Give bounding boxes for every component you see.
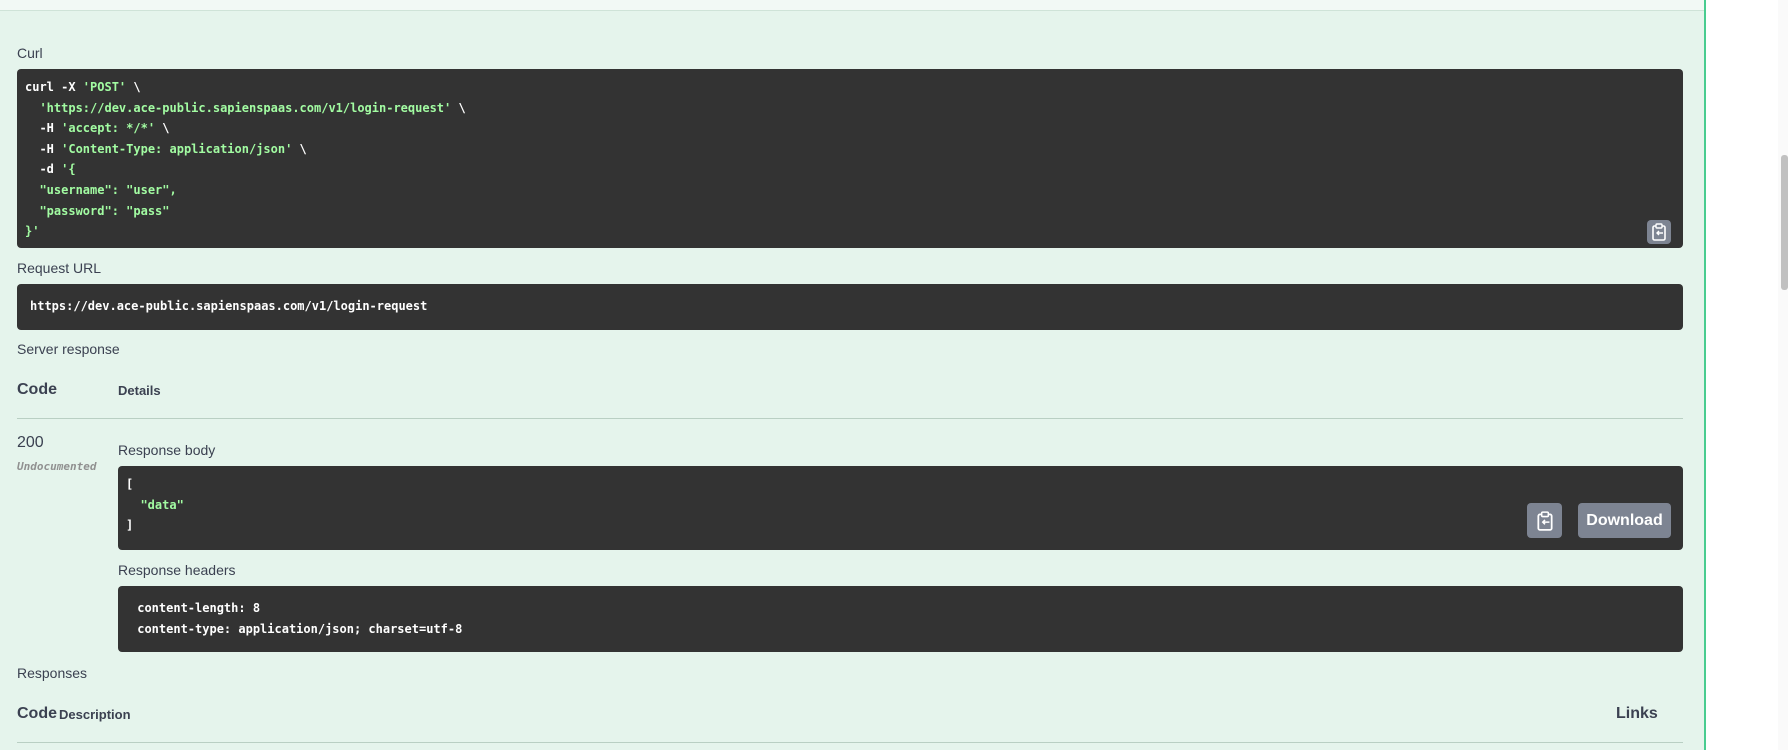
code-string-token: }' — [25, 224, 40, 239]
responses-links-header: Links — [1616, 705, 1658, 722]
code-token: -H — [25, 141, 62, 156]
server-response-label: Server response — [17, 341, 120, 357]
code-token: \ — [155, 121, 170, 136]
server-response-header-rule — [17, 418, 1683, 419]
response-headers-label: Response headers — [118, 562, 236, 578]
code-string-token: 'https://dev.ace-public.sapienspaas.com/… — [39, 100, 452, 115]
server-response-code-header: Code — [17, 381, 57, 398]
code-token: \ — [292, 141, 307, 156]
curl-copy-button[interactable] — [1647, 220, 1671, 244]
request-url-value[interactable]: https://dev.ace-public.sapienspaas.com/v… — [17, 284, 1683, 330]
code-token: -H — [25, 121, 62, 136]
code-line: -d '{ — [25, 159, 1675, 180]
responses-code-header: Code — [17, 705, 57, 722]
code-line: content-length: 8 — [130, 598, 1671, 619]
code-token: \ — [126, 80, 141, 94]
responses-description-header: Description — [59, 707, 131, 722]
code-token: content-type: application/json; charset=… — [130, 621, 463, 636]
code-token: [ — [126, 477, 134, 491]
code-token — [126, 498, 140, 512]
code-token: \ — [451, 100, 466, 115]
responses-header-rule — [17, 742, 1683, 743]
code-token: ] — [126, 518, 134, 533]
curl-code-block[interactable]: curl -X 'POST' \ 'https://dev.ace-public… — [17, 69, 1683, 248]
code-string-token: "password": "pass" — [25, 203, 170, 218]
code-line: ] — [126, 515, 1675, 536]
code-line: "data" — [126, 495, 1675, 516]
clipboard-copy-icon — [1536, 510, 1553, 531]
code-string-token: 'accept: */*' — [61, 121, 156, 136]
code-line: curl -X 'POST' \ — [25, 77, 1675, 98]
code-line: -H 'accept: */*' \ — [25, 118, 1675, 139]
code-string-token: 'POST' — [82, 80, 127, 94]
code-line: content-type: application/json; charset=… — [130, 619, 1671, 640]
response-status-note: Undocumented — [17, 460, 97, 473]
response-body-copy-button[interactable] — [1527, 503, 1562, 538]
curl-label: Curl — [17, 45, 43, 61]
response-headers-code-block[interactable]: content-length: 8 content-type: applicat… — [118, 586, 1683, 652]
page-scrollbar-track[interactable] — [1778, 0, 1788, 750]
code-line: }' — [25, 221, 1675, 242]
code-line: "username": "user", — [25, 180, 1675, 201]
code-string-token: 'Content-Type: application/json' — [61, 141, 293, 156]
responses-label: Responses — [17, 665, 88, 681]
response-status-code: 200 — [17, 434, 44, 451]
code-token: curl -X — [25, 80, 83, 94]
server-response-details-header: Details — [118, 383, 161, 398]
top-divider — [0, 0, 1704, 11]
code-token: -d — [25, 162, 62, 177]
code-string-token: '{ — [61, 162, 76, 177]
response-body-code-block[interactable]: [ "data"] — [118, 466, 1683, 550]
code-string-token: "username": "user", — [25, 182, 177, 197]
code-string-token: "data" — [140, 497, 184, 512]
clipboard-copy-icon — [1652, 223, 1666, 241]
execution-results-panel: Curl curl -X 'POST' \ 'https://dev.ace-p… — [0, 0, 1706, 750]
code-token — [25, 101, 39, 115]
response-body-label: Response body — [118, 442, 216, 458]
page-scrollbar-thumb[interactable] — [1781, 155, 1788, 290]
request-url-label: Request URL — [17, 260, 102, 276]
code-line: "password": "pass" — [25, 201, 1675, 222]
code-line: 'https://dev.ace-public.sapienspaas.com/… — [25, 98, 1675, 119]
code-line: [ — [126, 474, 1675, 495]
code-line: -H 'Content-Type: application/json' \ — [25, 139, 1675, 160]
response-body-download-button[interactable]: Download — [1578, 503, 1671, 538]
code-token: content-length: 8 — [130, 601, 261, 615]
